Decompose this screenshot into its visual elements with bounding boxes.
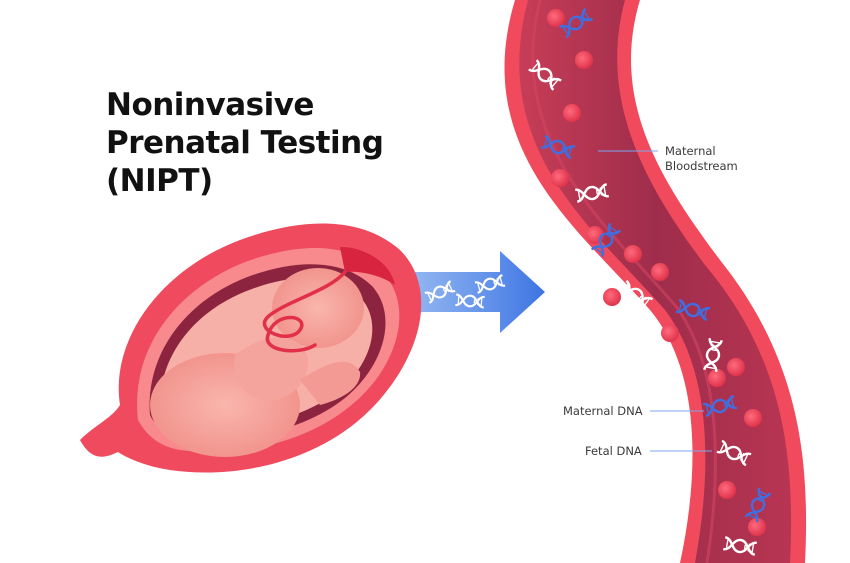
label-maternal-bloodstream-line2: Bloodstream xyxy=(665,159,738,173)
blood-cell-icon xyxy=(547,9,565,27)
label-maternal-bloodstream-line1: Maternal xyxy=(665,144,716,158)
label-fetal-dna: Fetal DNA xyxy=(585,444,642,458)
blood-cell-icon xyxy=(551,169,569,187)
blood-cell-icon xyxy=(575,51,593,69)
blood-cells xyxy=(547,9,766,536)
label-maternal-dna: Maternal DNA xyxy=(563,404,643,418)
blood-cell-icon xyxy=(661,324,679,342)
leader-lines xyxy=(598,150,712,452)
fetus-shape xyxy=(150,268,364,457)
blood-cell-icon xyxy=(624,245,642,263)
label-maternal-bloodstream: Maternal Bloodstream xyxy=(665,144,738,174)
blood-cell-icon xyxy=(718,481,736,499)
vessel-shape xyxy=(504,0,807,563)
blood-cell-icon xyxy=(563,104,581,122)
transfer-arrow xyxy=(398,251,545,333)
blood-cell-icon xyxy=(727,358,745,376)
blood-cell-icon xyxy=(708,369,726,387)
title-line-3: (NIPT) xyxy=(106,163,213,199)
page-title: Noninvasive Prenatal Testing (NIPT) xyxy=(106,86,426,200)
title-line-2: Prenatal Testing xyxy=(106,125,384,161)
blood-cell-icon xyxy=(744,409,762,427)
blood-cell-icon xyxy=(748,518,766,536)
blood-cell-icon xyxy=(603,288,621,306)
title-line-1: Noninvasive xyxy=(106,87,314,123)
blood-cell-icon xyxy=(651,263,669,281)
